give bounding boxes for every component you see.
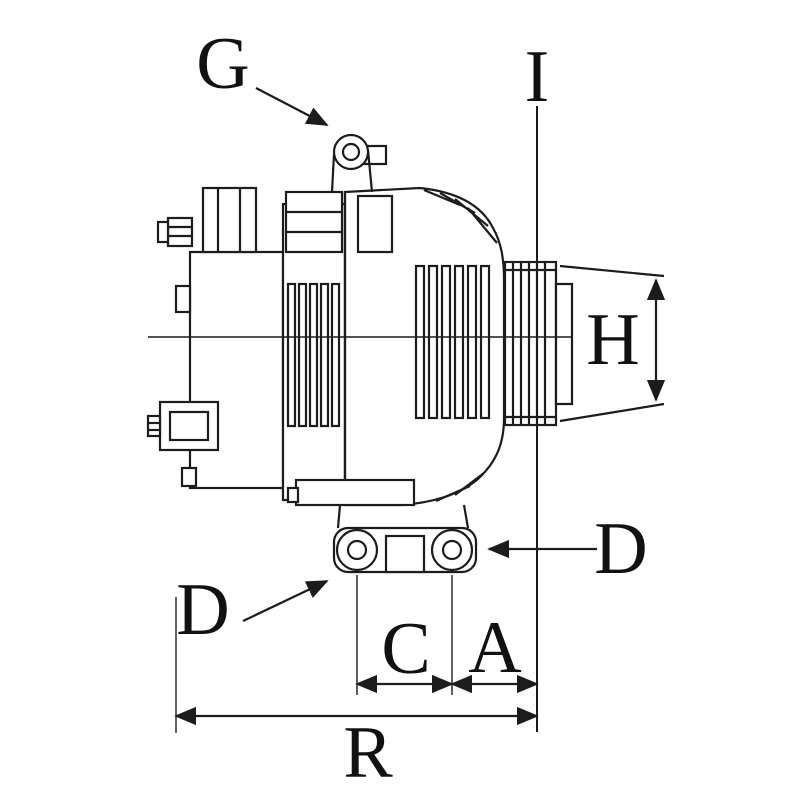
- ear-base-block: [356, 194, 394, 254]
- label-I: I: [524, 36, 550, 118]
- witness-H-bottom: [559, 402, 665, 423]
- stator-fins: [281, 190, 347, 502]
- bottom-cover: [286, 478, 416, 507]
- label-D-left: D: [176, 569, 230, 651]
- rear-housing: [146, 186, 285, 490]
- mounting-ear: [330, 133, 388, 193]
- label-A: A: [468, 607, 522, 689]
- label-C: C: [381, 608, 431, 690]
- label-H: H: [586, 299, 640, 381]
- dimensions: [174, 87, 666, 733]
- front-housing: [343, 186, 506, 507]
- label-G: G: [196, 23, 250, 105]
- pulley: [503, 260, 574, 427]
- leader-G: [255, 87, 329, 126]
- leader-D-left: [242, 580, 329, 622]
- label-D-right: D: [594, 508, 648, 590]
- label-R: R: [343, 712, 393, 794]
- mounting-feet: [332, 504, 478, 574]
- witness-H-top: [559, 264, 665, 278]
